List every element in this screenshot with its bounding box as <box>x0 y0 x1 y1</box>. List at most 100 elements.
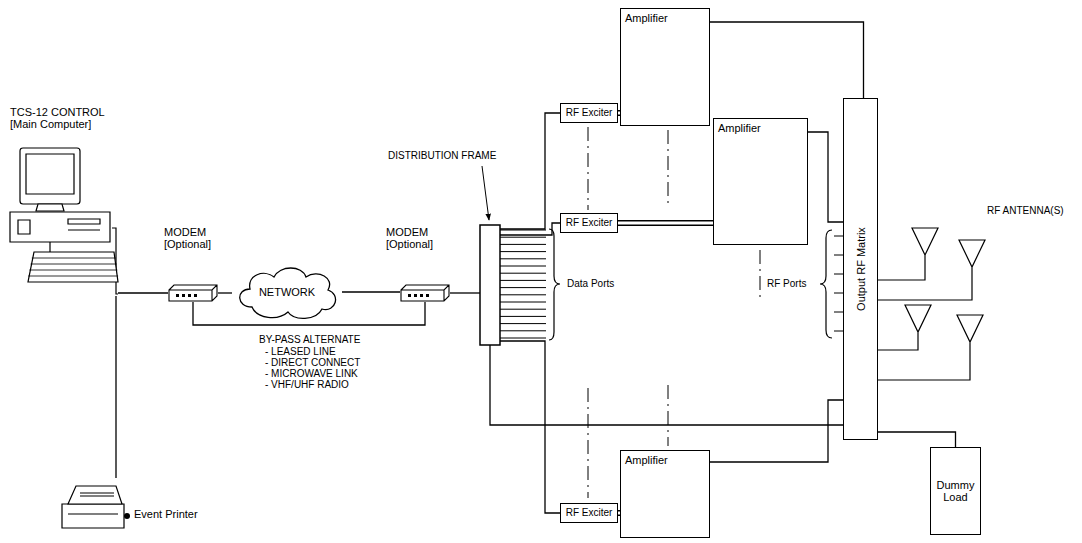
text-block: NETWORK <box>232 262 342 322</box>
text-block: RF Exciter <box>561 104 617 122</box>
data-port-line <box>500 316 546 317</box>
line-path <box>490 345 843 425</box>
rf-exciter: RF Exciter <box>560 503 618 523</box>
line-path <box>450 292 480 293</box>
signal-line <box>342 292 400 293</box>
amplifier: Amplifier <box>620 450 710 538</box>
node-text: MODEM [Optional] <box>386 226 448 250</box>
cable-outer <box>618 220 713 226</box>
data-port-line <box>500 338 546 339</box>
text-block: Output RF Matrix <box>855 227 867 311</box>
bypass-note: BY-PASS ALTERNATE <box>258 334 361 345</box>
port-label: RF ANTENNA(S) <box>986 205 1065 216</box>
amplifier: Amplifier <box>713 118 808 245</box>
node-text: NETWORK <box>259 286 315 298</box>
leader-line <box>482 166 489 220</box>
data-port-line <box>500 244 546 245</box>
rf-port-line <box>834 293 843 294</box>
signal-line <box>118 293 168 294</box>
node-text: Amplifier <box>625 12 668 24</box>
distribution-frame-icon <box>480 225 500 345</box>
bypass-note: - MICROWAVE LINK <box>264 368 359 379</box>
output-rf-matrix: Output RF Matrix <box>843 98 878 440</box>
line-path <box>710 400 843 462</box>
node-text: DISTRIBUTION FRAME <box>388 150 496 162</box>
data-port-line <box>500 273 546 274</box>
signal-line <box>710 400 843 462</box>
text-block: DISTRIBUTION FRAME <box>388 150 496 162</box>
line-path <box>878 432 956 447</box>
data-port-line <box>500 287 546 288</box>
modem: MODEM [Optional] <box>160 226 230 306</box>
antenna-symbol <box>878 228 938 280</box>
line-path <box>115 296 116 478</box>
line-path <box>808 132 843 222</box>
modem-icon <box>168 284 218 302</box>
signal-line <box>500 113 560 229</box>
data-port-line <box>500 309 546 310</box>
line-path <box>342 291 400 292</box>
rf-exciter: RF Exciter <box>560 213 618 233</box>
brace <box>820 230 832 338</box>
bypass-note: - DIRECT CONNECT <box>264 357 361 368</box>
rf-drive-cable <box>618 223 713 224</box>
node-text: Amplifier <box>718 122 761 134</box>
line-path <box>218 292 232 293</box>
data-port-line <box>500 251 546 252</box>
text-block: RF Exciter <box>561 214 617 232</box>
signal-line <box>218 293 232 294</box>
text-block: MODEM [Optional] <box>386 226 448 250</box>
bypass-note: - LEASED LINE <box>264 346 337 357</box>
text-block: RF Exciter <box>561 504 617 522</box>
data-port-line <box>500 258 546 259</box>
signal-line <box>500 223 560 235</box>
node-text: Event Printer <box>134 508 198 520</box>
bypass-note: - VHF/UHF RADIO <box>264 379 350 390</box>
brace <box>549 229 560 340</box>
data-port-line <box>500 302 546 303</box>
data-port-lines <box>500 230 546 338</box>
computer-workstation-shape <box>10 148 118 296</box>
node-text: MODEM [Optional] <box>164 226 226 250</box>
data-port-line <box>500 280 546 281</box>
modem-shape <box>400 284 450 302</box>
signal-line <box>808 132 843 222</box>
event-printer: Event Printer <box>60 478 220 538</box>
event-printer-icon <box>60 478 128 533</box>
node-text: TCS-12 CONTROL [Main Computer] <box>10 106 114 130</box>
signal-line <box>450 293 480 294</box>
port-label: Data Ports <box>566 278 615 289</box>
signal-line <box>710 22 864 98</box>
node-text: Dummy Load <box>935 479 976 503</box>
dummy-load: Dummy Load <box>930 447 981 535</box>
text-block: Amplifier <box>625 12 668 24</box>
signal-line <box>490 345 843 425</box>
event-printer-shape <box>60 478 128 533</box>
modem-shape <box>168 284 218 302</box>
modem: MODEM [Optional] <box>378 226 454 306</box>
rf-port-lines <box>834 236 843 331</box>
text-block: Dummy Load <box>931 448 980 534</box>
modem-icon <box>400 284 450 302</box>
data-port-line <box>500 323 546 324</box>
line-path <box>500 113 560 229</box>
rf-port-line <box>834 312 843 313</box>
network-cloud: NETWORK <box>232 262 342 322</box>
node-text: RF Exciter <box>566 107 613 119</box>
text-block: Amplifier <box>625 454 668 466</box>
line-path <box>500 223 560 235</box>
signal-line <box>116 296 117 478</box>
node-text: RF Exciter <box>566 507 613 519</box>
rf-port-line <box>834 255 843 256</box>
text-block: TCS-12 CONTROL [Main Computer] <box>10 106 114 130</box>
line-path <box>500 341 560 513</box>
text-block: Amplifier <box>718 122 761 134</box>
node-text: Amplifier <box>625 454 668 466</box>
cable-inner <box>618 222 713 225</box>
rf-port-line <box>834 331 843 332</box>
antenna-symbol <box>878 305 931 350</box>
signal-line <box>500 341 560 513</box>
